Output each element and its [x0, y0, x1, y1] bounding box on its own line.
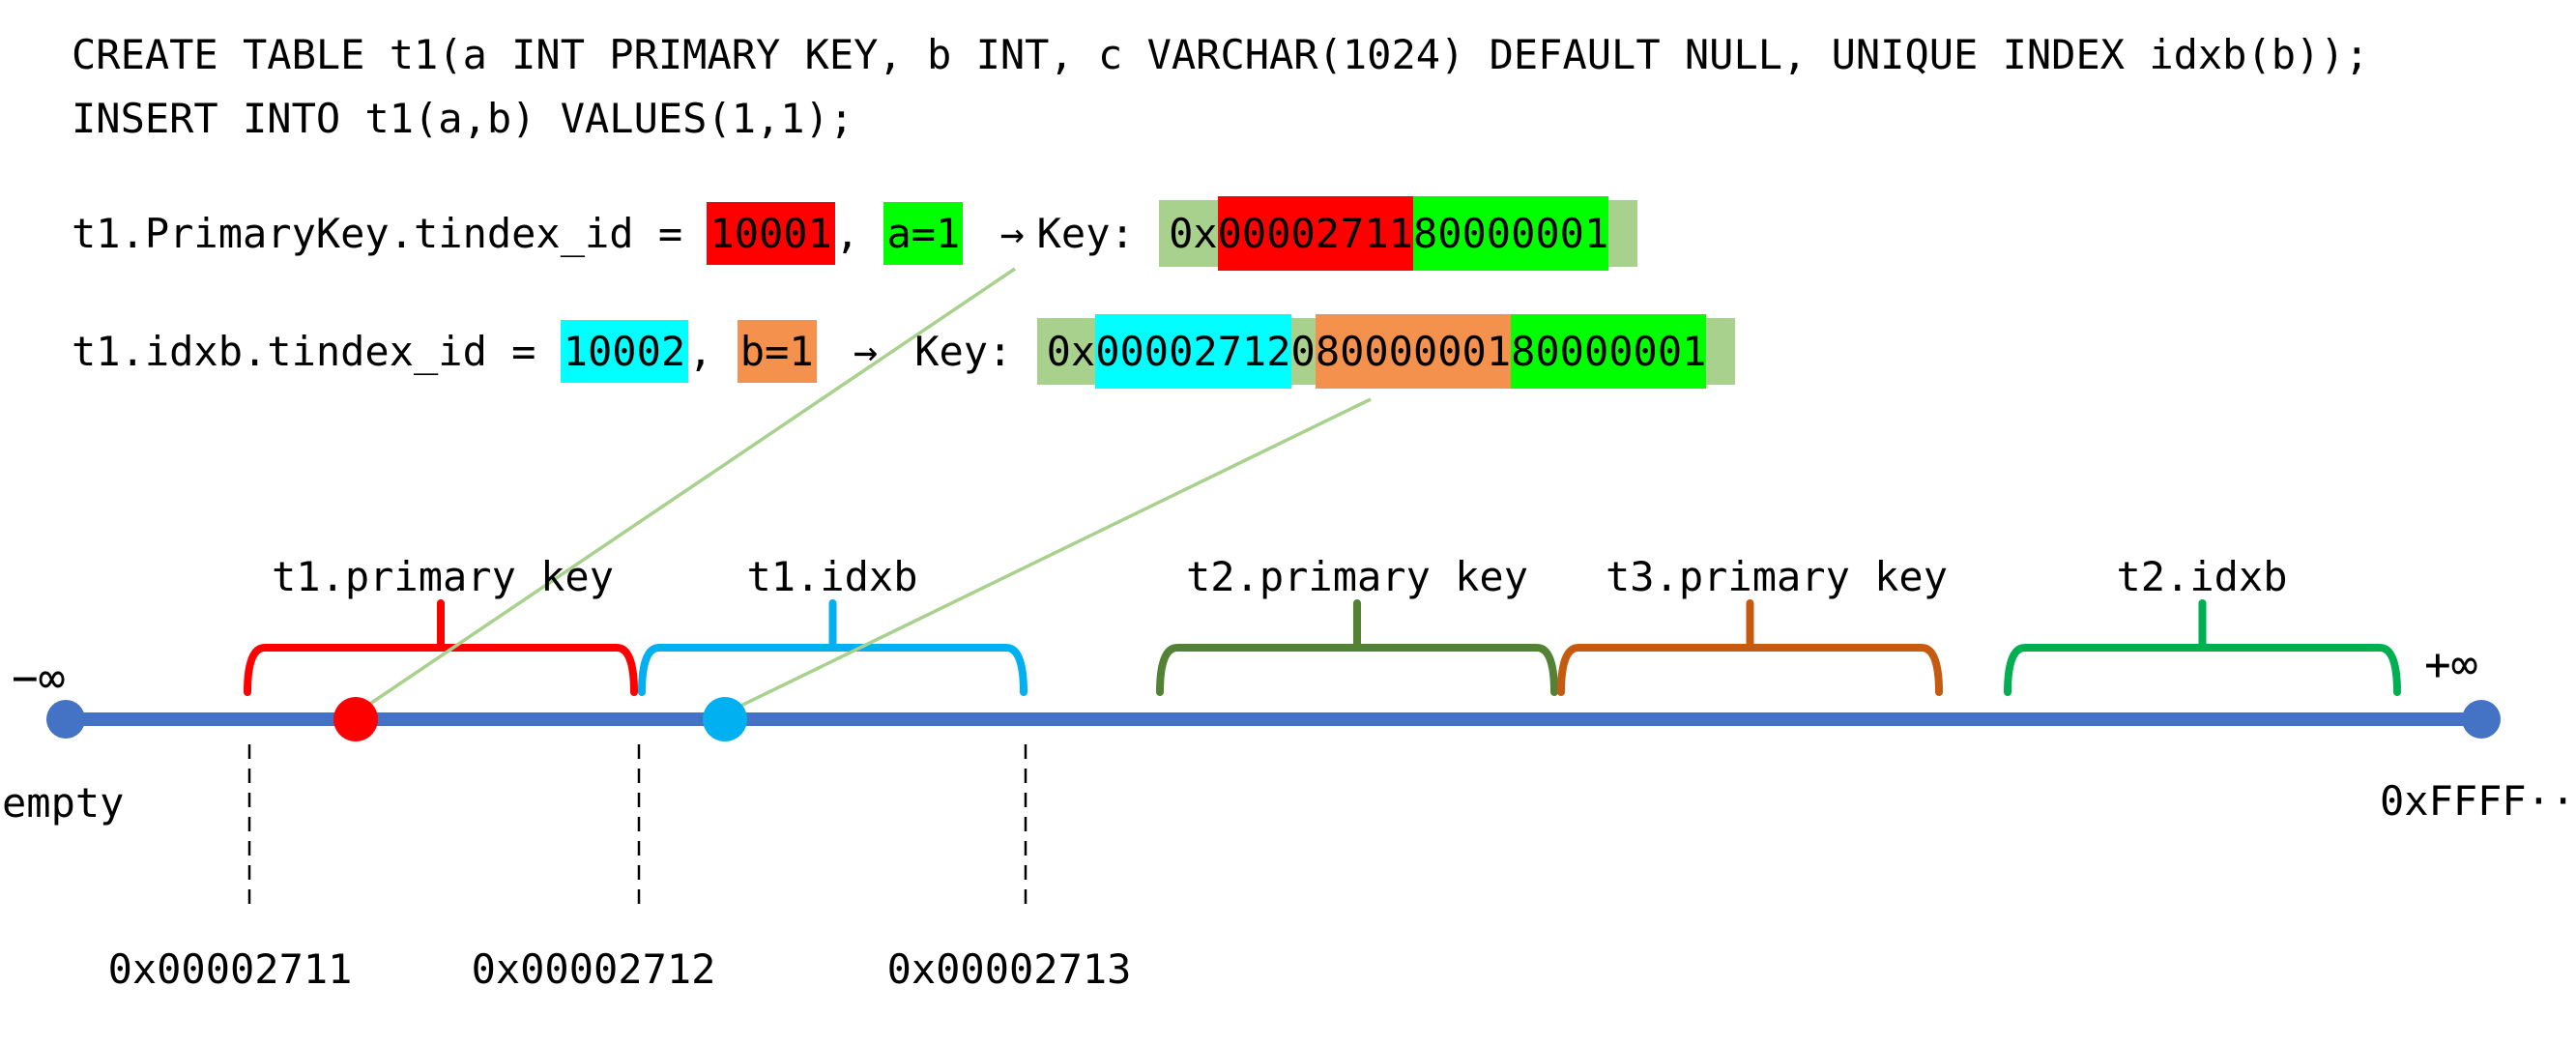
space — [890, 328, 914, 375]
negative-infinity-label: −∞ — [12, 652, 66, 704]
range-label-t1-primary-key: t1.primary key — [271, 553, 615, 600]
space — [963, 210, 987, 257]
range-label-t1-idxb: t1.idxb — [746, 553, 918, 600]
range-brace-t3-primary-key — [1557, 599, 1943, 696]
key-label: Key: — [914, 328, 1037, 375]
column-value: a=1 — [883, 202, 964, 265]
range-brace-t2-primary-key — [1156, 599, 1558, 696]
hex-prefix: 0x — [1046, 328, 1096, 375]
row-prefix: t1.idxb.tindex_id = — [72, 328, 561, 375]
axis-mark-label: 0x00002713 — [886, 945, 1132, 993]
range-label-t3-primary-key: t3.primary key — [1605, 553, 1949, 600]
positive-infinity-label: +∞ — [2424, 638, 2478, 690]
arrow-icon: → — [853, 328, 879, 375]
t1-idxb-record-dot — [703, 697, 747, 741]
row-prefix: t1.PrimaryKey.tindex_id = — [72, 210, 708, 257]
axis-min-label: empty — [2, 779, 125, 827]
handle-bytes: 80000001 — [1511, 314, 1707, 389]
t1-primary-key-record-dot — [333, 697, 378, 741]
space — [817, 328, 841, 375]
b-value-bytes: 80000001 — [1315, 314, 1512, 389]
hex-prefix: 0x — [1169, 210, 1218, 257]
tindex-id-bytes: 00002711 — [1217, 196, 1413, 271]
key-label: Key: — [1036, 210, 1160, 257]
t1-idxb-encoding-row: t1.idxb.tindex_id = 10002, b=1 → Key: 0x… — [72, 314, 1736, 389]
axis-right-endpoint-dot — [2462, 700, 2501, 739]
t1-primarykey-encoding-row: t1.PrimaryKey.tindex_id = 10001, a=1 →Ke… — [72, 196, 1638, 271]
handle-bytes: 80000001 — [1412, 196, 1609, 271]
range-brace-t1-idxb — [638, 599, 1028, 696]
hex-digit: 0 — [1290, 328, 1316, 375]
separator: , — [688, 328, 738, 375]
key-box: 0x0000271180000001 — [1159, 196, 1638, 271]
axis-left-endpoint-dot — [46, 700, 85, 739]
sql-insert-statement: INSERT INTO t1(a,b) VALUES(1,1); — [72, 95, 854, 142]
range-label-t2-primary-key: t2.primary key — [1185, 553, 1529, 600]
column-value: b=1 — [737, 320, 817, 383]
axis-mark-label: 0x00002711 — [107, 945, 353, 993]
range-brace-t2-idxb — [2004, 599, 2401, 696]
range-label-t2-idxb: t2.idxb — [2116, 553, 2288, 600]
axis-mark-label: 0x00002712 — [471, 945, 716, 993]
idxb-key-connector-line — [724, 397, 1372, 715]
axis-max-label: 0xFFFF··· — [2380, 777, 2576, 825]
sql-create-table-statement: CREATE TABLE t1(a INT PRIMARY KEY, b INT… — [72, 31, 2369, 78]
primary-key-connector-line — [355, 267, 1016, 715]
tindex-id-value: 10002 — [560, 320, 689, 383]
range-brace-t1-primary-key — [244, 599, 638, 696]
tindex-id-bytes: 00002712 — [1095, 314, 1291, 389]
key-box: 0x0000271208000000180000001 — [1036, 314, 1736, 389]
arrow-icon: → — [999, 210, 1025, 257]
tindex-id-value: 10001 — [707, 202, 835, 265]
separator: , — [834, 210, 884, 257]
